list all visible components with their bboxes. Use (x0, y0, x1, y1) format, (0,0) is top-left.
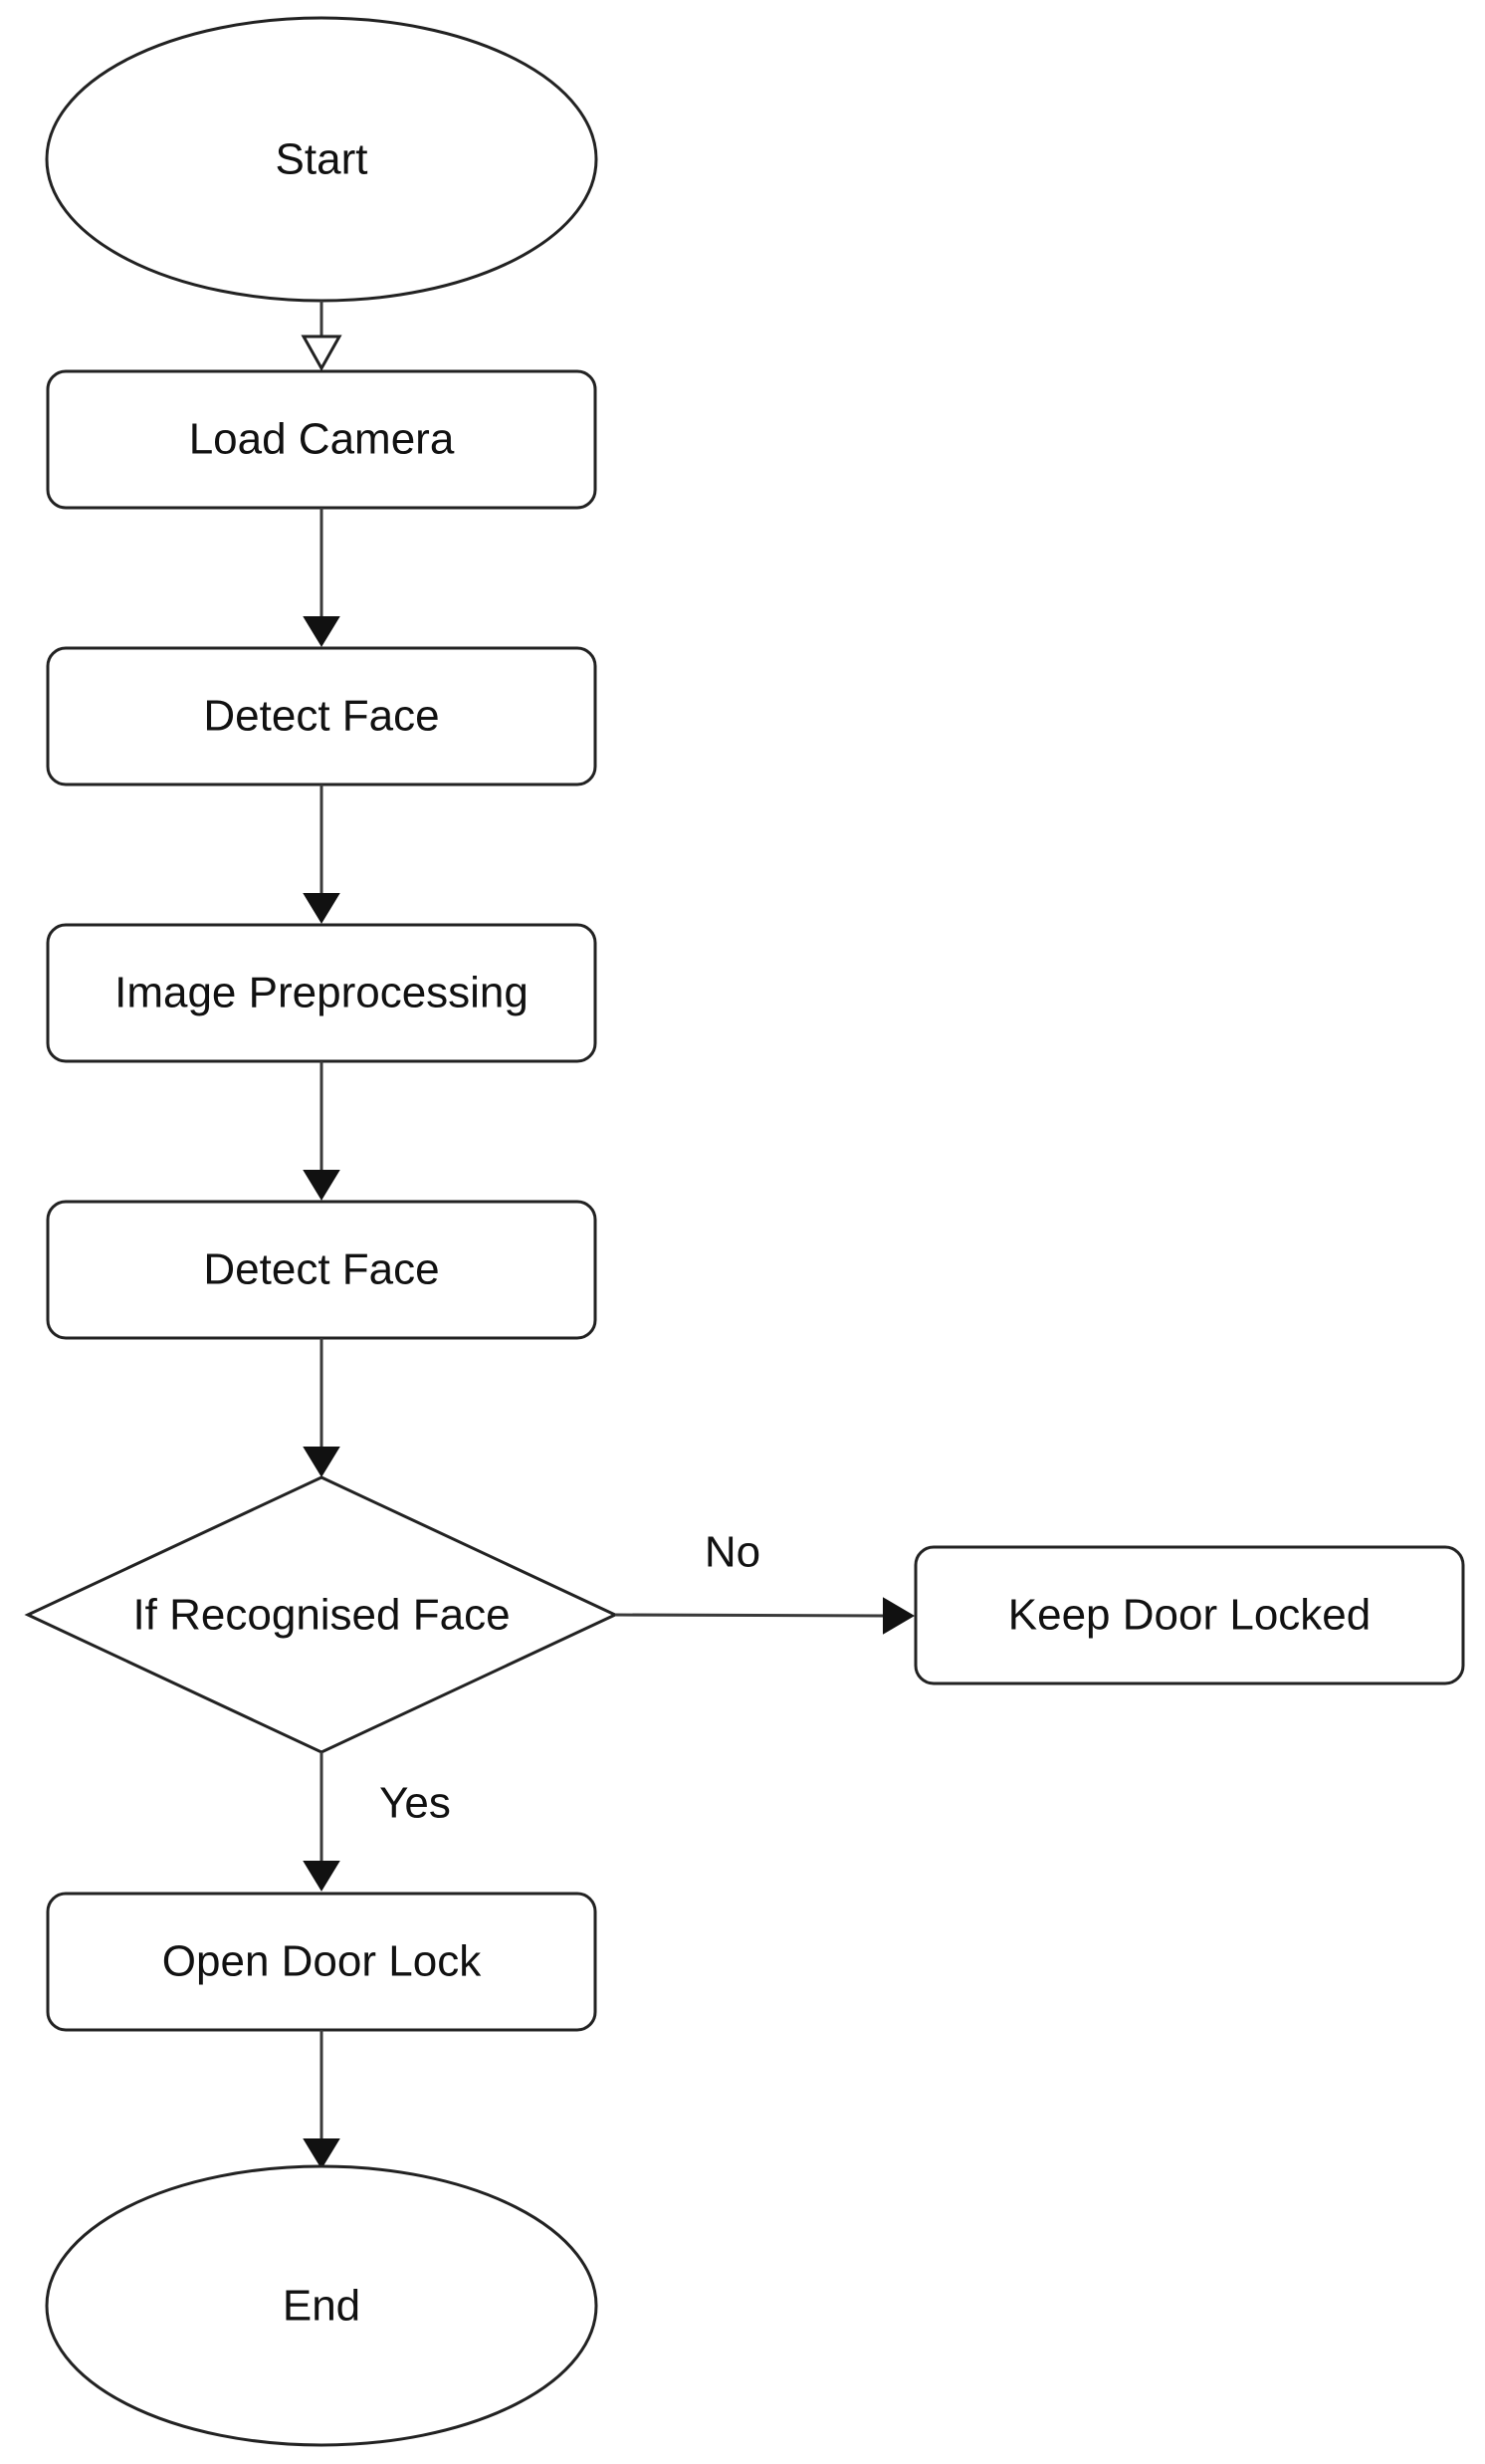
arrowhead-icon (303, 893, 340, 924)
detect-face-node-1: Detect Face (46, 646, 597, 786)
arrowhead-icon (303, 1447, 340, 1477)
detect-face-label-1: Detect Face (203, 692, 439, 741)
arrowhead-icon (303, 2138, 340, 2169)
end-node: End (45, 2164, 598, 2447)
load-camera-label: Load Camera (189, 415, 455, 464)
edge-open-lock-to-end (303, 2030, 340, 2169)
end-label: End (283, 2282, 360, 2331)
yes-label: Yes (379, 1779, 451, 1828)
start-label: Start (276, 135, 368, 184)
image-preprocessing-label: Image Preprocessing (114, 969, 529, 1017)
keep-door-locked-node: Keep Door Locked (914, 1545, 1465, 1685)
edge-start-to-load-camera (301, 301, 342, 372)
detect-face-node-2: Detect Face (46, 1200, 597, 1340)
decision-node: If Recognised Face (24, 1475, 619, 1754)
edge-decision-yes: Yes (303, 1752, 451, 1892)
open-door-lock-node: Open Door Lock (46, 1892, 597, 2032)
arrowhead-icon (303, 1861, 340, 1892)
start-node: Start (45, 16, 598, 303)
arrowhead-icon (303, 1170, 340, 1201)
edge-detect-face-to-preprocessing (303, 784, 340, 924)
edge-decision-no: No (614, 1528, 915, 1635)
keep-door-locked-label: Keep Door Locked (1008, 1591, 1371, 1640)
arrowhead-icon (883, 1597, 915, 1635)
detect-face-label-2: Detect Face (203, 1245, 439, 1294)
image-preprocessing-node: Image Preprocessing (46, 923, 597, 1063)
open-door-lock-label: Open Door Lock (162, 1937, 482, 1986)
load-camera-node: Load Camera (46, 369, 597, 510)
edge-detect-face-to-decision (303, 1338, 340, 1477)
edge-load-camera-to-detect-face (303, 508, 340, 647)
decision-label: If Recognised Face (132, 1591, 510, 1640)
open-arrowhead-icon (301, 335, 342, 372)
edge-preprocessing-to-detect-face (303, 1061, 340, 1201)
no-label: No (705, 1528, 760, 1577)
arrowhead-icon (303, 616, 340, 647)
